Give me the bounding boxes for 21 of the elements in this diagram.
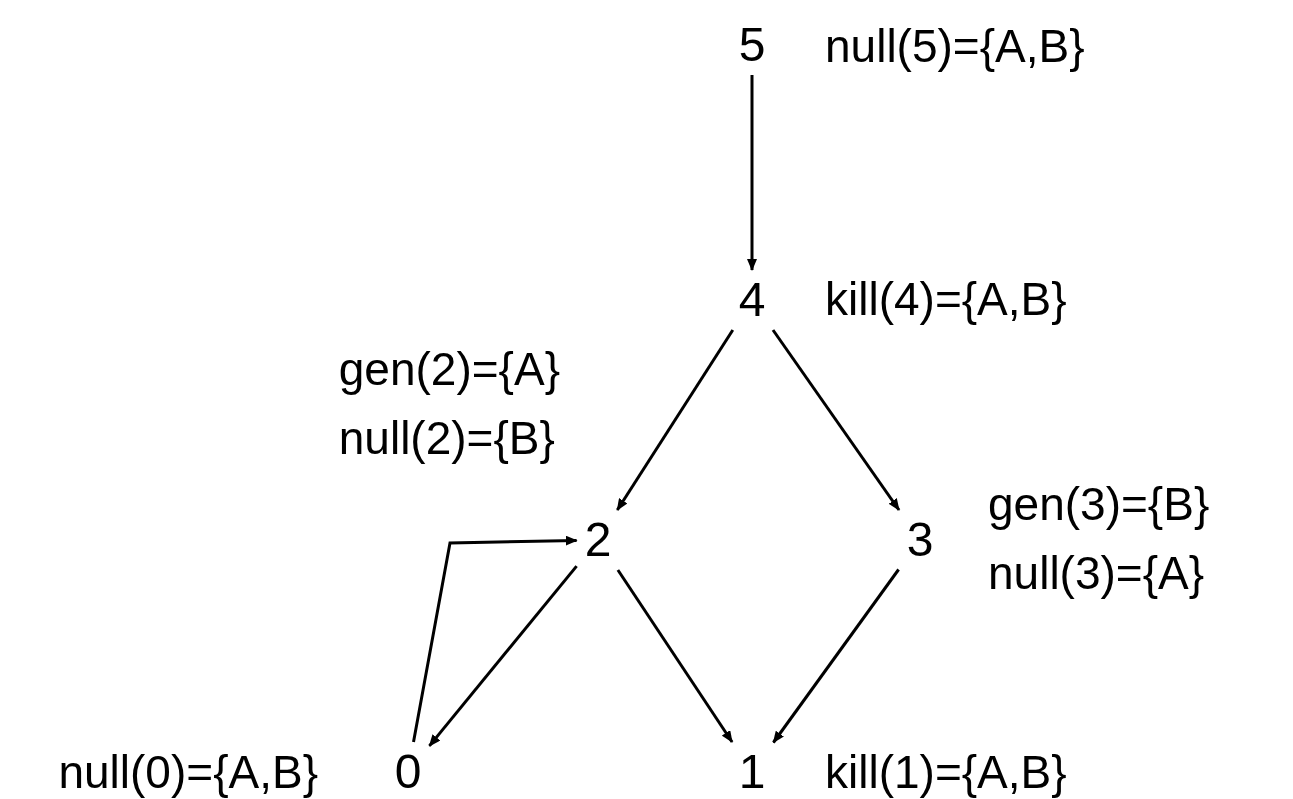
node-label: 2 — [584, 516, 612, 564]
set-annotation: null(5)={A,B} — [825, 19, 1085, 74]
set-annotation: kill(1)={A,B} — [825, 745, 1067, 799]
node-label: 3 — [906, 516, 934, 564]
set-annotation: null(3)={A} — [988, 546, 1206, 601]
arrow — [428, 565, 578, 747]
set-annotation: null(0)={A,B} — [58, 745, 318, 799]
node-label: 5 — [738, 21, 766, 69]
node-label: 1 — [738, 748, 766, 796]
set-annotation: kill(4)={A,B} — [825, 272, 1067, 327]
node-label: 0 — [394, 748, 422, 796]
arrow — [616, 329, 735, 511]
node-label: 4 — [738, 276, 766, 324]
arrow — [747, 75, 757, 271]
set-annotation: null(2)={B} — [338, 411, 556, 466]
set-annotation: gen(3)={B} — [988, 477, 1210, 532]
arrow — [771, 329, 901, 511]
arrow — [616, 569, 734, 743]
arrow — [412, 535, 578, 743]
set-annotation: gen(2)={A} — [338, 342, 560, 397]
arrow — [772, 568, 900, 744]
